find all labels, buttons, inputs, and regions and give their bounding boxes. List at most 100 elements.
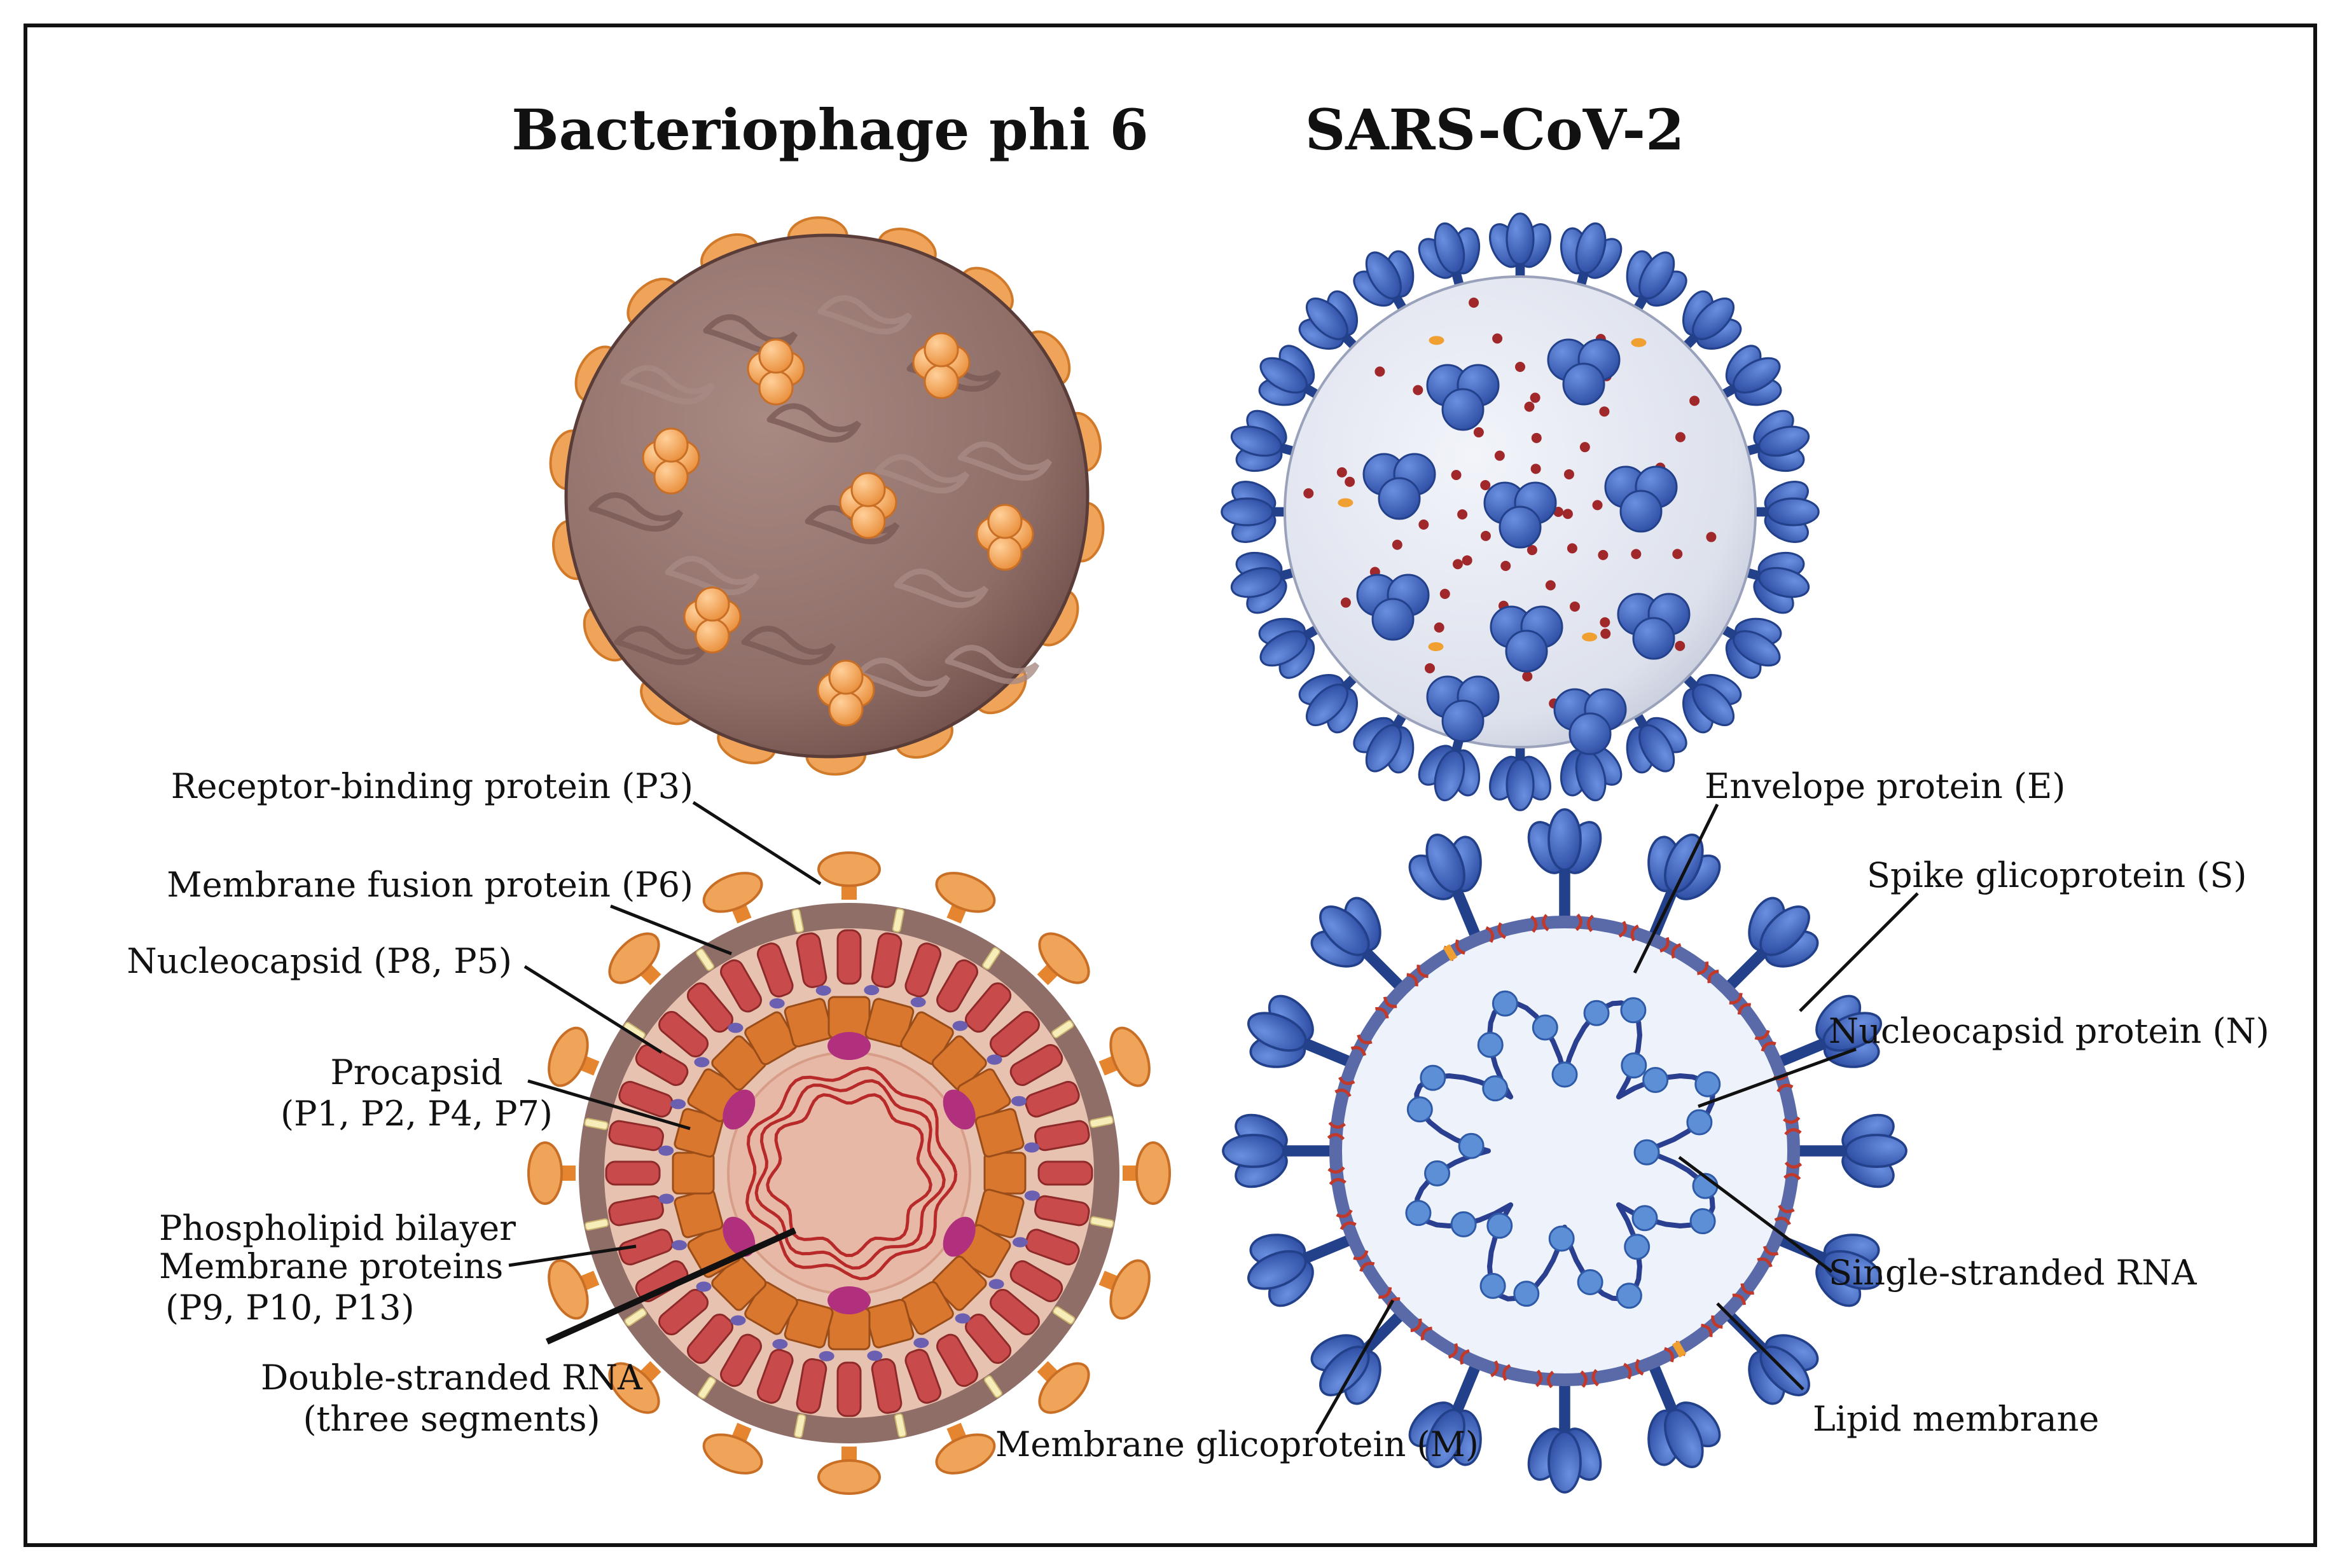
phi6-receptor-proteins bbox=[527, 851, 1171, 1495]
spike-protein bbox=[1221, 481, 1291, 543]
spike-protein bbox=[1353, 709, 1415, 774]
spike-protein bbox=[1408, 833, 1482, 939]
p3-protein bbox=[608, 1361, 661, 1414]
p3-protein bbox=[935, 872, 996, 924]
p3-protein bbox=[527, 1141, 576, 1205]
spike-protein bbox=[1527, 1381, 1602, 1494]
phi6-labels: Receptor-binding protein (P3) Membrane f… bbox=[127, 766, 693, 1439]
phi6-fusion-proteins bbox=[584, 908, 1114, 1438]
p3-protein-cluster bbox=[747, 338, 805, 406]
figure-frame bbox=[24, 24, 2317, 1547]
label-membrane-protein-ids: (P9, P10, P13) bbox=[165, 1288, 415, 1328]
spike-protein bbox=[1527, 808, 1602, 921]
p3-protein bbox=[935, 1422, 996, 1475]
p3-protein bbox=[702, 872, 763, 924]
label-envelope-protein: Envelope protein (E) bbox=[1705, 766, 2065, 806]
spike-top-view bbox=[1604, 465, 1678, 533]
sars-labels: Envelope protein (E) Spike glicoprotein … bbox=[995, 766, 2269, 1464]
p3-protein bbox=[608, 932, 661, 986]
spike-protein bbox=[1310, 1311, 1404, 1405]
phi6-procapsid-dots bbox=[658, 985, 1040, 1361]
spike-protein bbox=[1749, 481, 1820, 543]
label-procapsid-proteins: (P1, P2, P4, P7) bbox=[280, 1094, 553, 1134]
label-single-stranded-rna: Single-stranded RNA bbox=[1829, 1253, 2197, 1293]
p3-protein bbox=[548, 1259, 600, 1320]
spike-protein bbox=[1222, 1113, 1334, 1188]
spike-protein bbox=[1680, 290, 1742, 352]
p3-protein bbox=[817, 1447, 881, 1495]
label-receptor-binding-protein: Receptor-binding protein (P3) bbox=[171, 766, 693, 806]
phi6-exterior-illustration bbox=[549, 216, 1105, 776]
p3-protein-cluster bbox=[817, 659, 875, 727]
spike-top-view bbox=[1490, 605, 1563, 673]
sars-surface-spikes bbox=[1356, 338, 1691, 755]
p3-protein-cluster bbox=[683, 586, 742, 654]
spike-protein bbox=[1298, 671, 1360, 734]
spike-protein bbox=[1725, 897, 1819, 991]
p3-protein bbox=[1098, 1259, 1151, 1320]
sars-outer-spikes bbox=[1221, 212, 1820, 811]
p3-protein bbox=[548, 1026, 600, 1087]
spike-protein bbox=[1258, 617, 1323, 679]
spike-protein bbox=[1408, 1363, 1482, 1469]
p3-protein bbox=[1123, 1141, 1171, 1205]
p3-protein-cluster bbox=[642, 427, 700, 495]
label-nucleocapsid-protein: Nucleocapsid protein (N) bbox=[1829, 1011, 2269, 1051]
spike-top-view bbox=[1553, 688, 1627, 755]
spike-protein bbox=[1560, 222, 1623, 291]
label-three-segments: (three segments) bbox=[303, 1399, 600, 1439]
sars-nucleocapsid-proteins bbox=[1405, 990, 1721, 1309]
spike-protein bbox=[1298, 290, 1360, 352]
label-membrane-proteins: Membrane proteins bbox=[159, 1246, 503, 1286]
spike-protein bbox=[1247, 994, 1353, 1068]
spike-top-view bbox=[1426, 675, 1500, 743]
phi6-procapsid-ring bbox=[672, 996, 1027, 1351]
spike-top-view bbox=[1356, 574, 1430, 641]
phi6-magenta-proteins bbox=[723, 1032, 976, 1314]
sars-cross-spikes bbox=[1222, 808, 1907, 1494]
spike-protein bbox=[1776, 994, 1883, 1068]
title-bacteriophage-phi6: Bacteriophage phi 6 bbox=[511, 97, 1149, 163]
p3-protein-cluster bbox=[976, 504, 1034, 571]
spike-protein bbox=[1680, 671, 1742, 734]
spike-top-view bbox=[1617, 593, 1691, 660]
spike-protein bbox=[1795, 1113, 1907, 1188]
spike-protein bbox=[1353, 250, 1415, 315]
p3-protein-cluster bbox=[839, 472, 897, 539]
sars-inner-space bbox=[1342, 928, 1787, 1373]
spike-protein bbox=[1626, 709, 1687, 774]
phi6-leader-lines bbox=[508, 801, 822, 1345]
phi6-shell-texture bbox=[588, 295, 1053, 698]
phi6-cross-section bbox=[527, 851, 1171, 1495]
spike-protein bbox=[1230, 409, 1299, 472]
spike-top-view bbox=[1362, 453, 1436, 520]
spike-protein bbox=[1560, 732, 1623, 802]
spike-protein bbox=[1741, 551, 1810, 614]
label-spike-glycoprotein: Spike glicoprotein (S) bbox=[1867, 855, 2247, 895]
sars-cross-section bbox=[1222, 808, 1907, 1494]
sars-exterior-illustration bbox=[1221, 212, 1820, 811]
spike-protein bbox=[1489, 212, 1551, 283]
label-phospholipid-bilayer: Phospholipid bilayer bbox=[159, 1208, 516, 1248]
spike-protein bbox=[1489, 741, 1551, 811]
phi6-protein-clusters bbox=[642, 332, 1034, 727]
spike-protein bbox=[1647, 1363, 1721, 1469]
p3-protein bbox=[1037, 932, 1090, 986]
label-double-stranded-rna: Double-stranded RNA bbox=[261, 1358, 643, 1398]
label-nucleocapsid-p8-p5: Nucleocapsid (P8, P5) bbox=[127, 941, 512, 981]
spike-protein bbox=[1247, 1234, 1353, 1307]
spike-top-view bbox=[1547, 338, 1621, 406]
p3-protein-cluster bbox=[912, 332, 971, 399]
spike-protein bbox=[1717, 617, 1782, 679]
p3-protein bbox=[1037, 1361, 1090, 1414]
spike-protein bbox=[1741, 409, 1810, 472]
spike-top-view bbox=[1483, 481, 1557, 549]
p3-protein bbox=[1098, 1026, 1151, 1087]
phi6-dsrna-strands bbox=[745, 1066, 958, 1281]
label-membrane-glycoprotein: Membrane glicoprotein (M) bbox=[995, 1424, 1479, 1464]
p3-protein bbox=[817, 851, 881, 900]
title-sars-cov-2: SARS-CoV-2 bbox=[1305, 97, 1685, 163]
sars-leader-lines bbox=[1315, 803, 1919, 1435]
phi6-nucleocapsid-ring bbox=[605, 929, 1093, 1417]
